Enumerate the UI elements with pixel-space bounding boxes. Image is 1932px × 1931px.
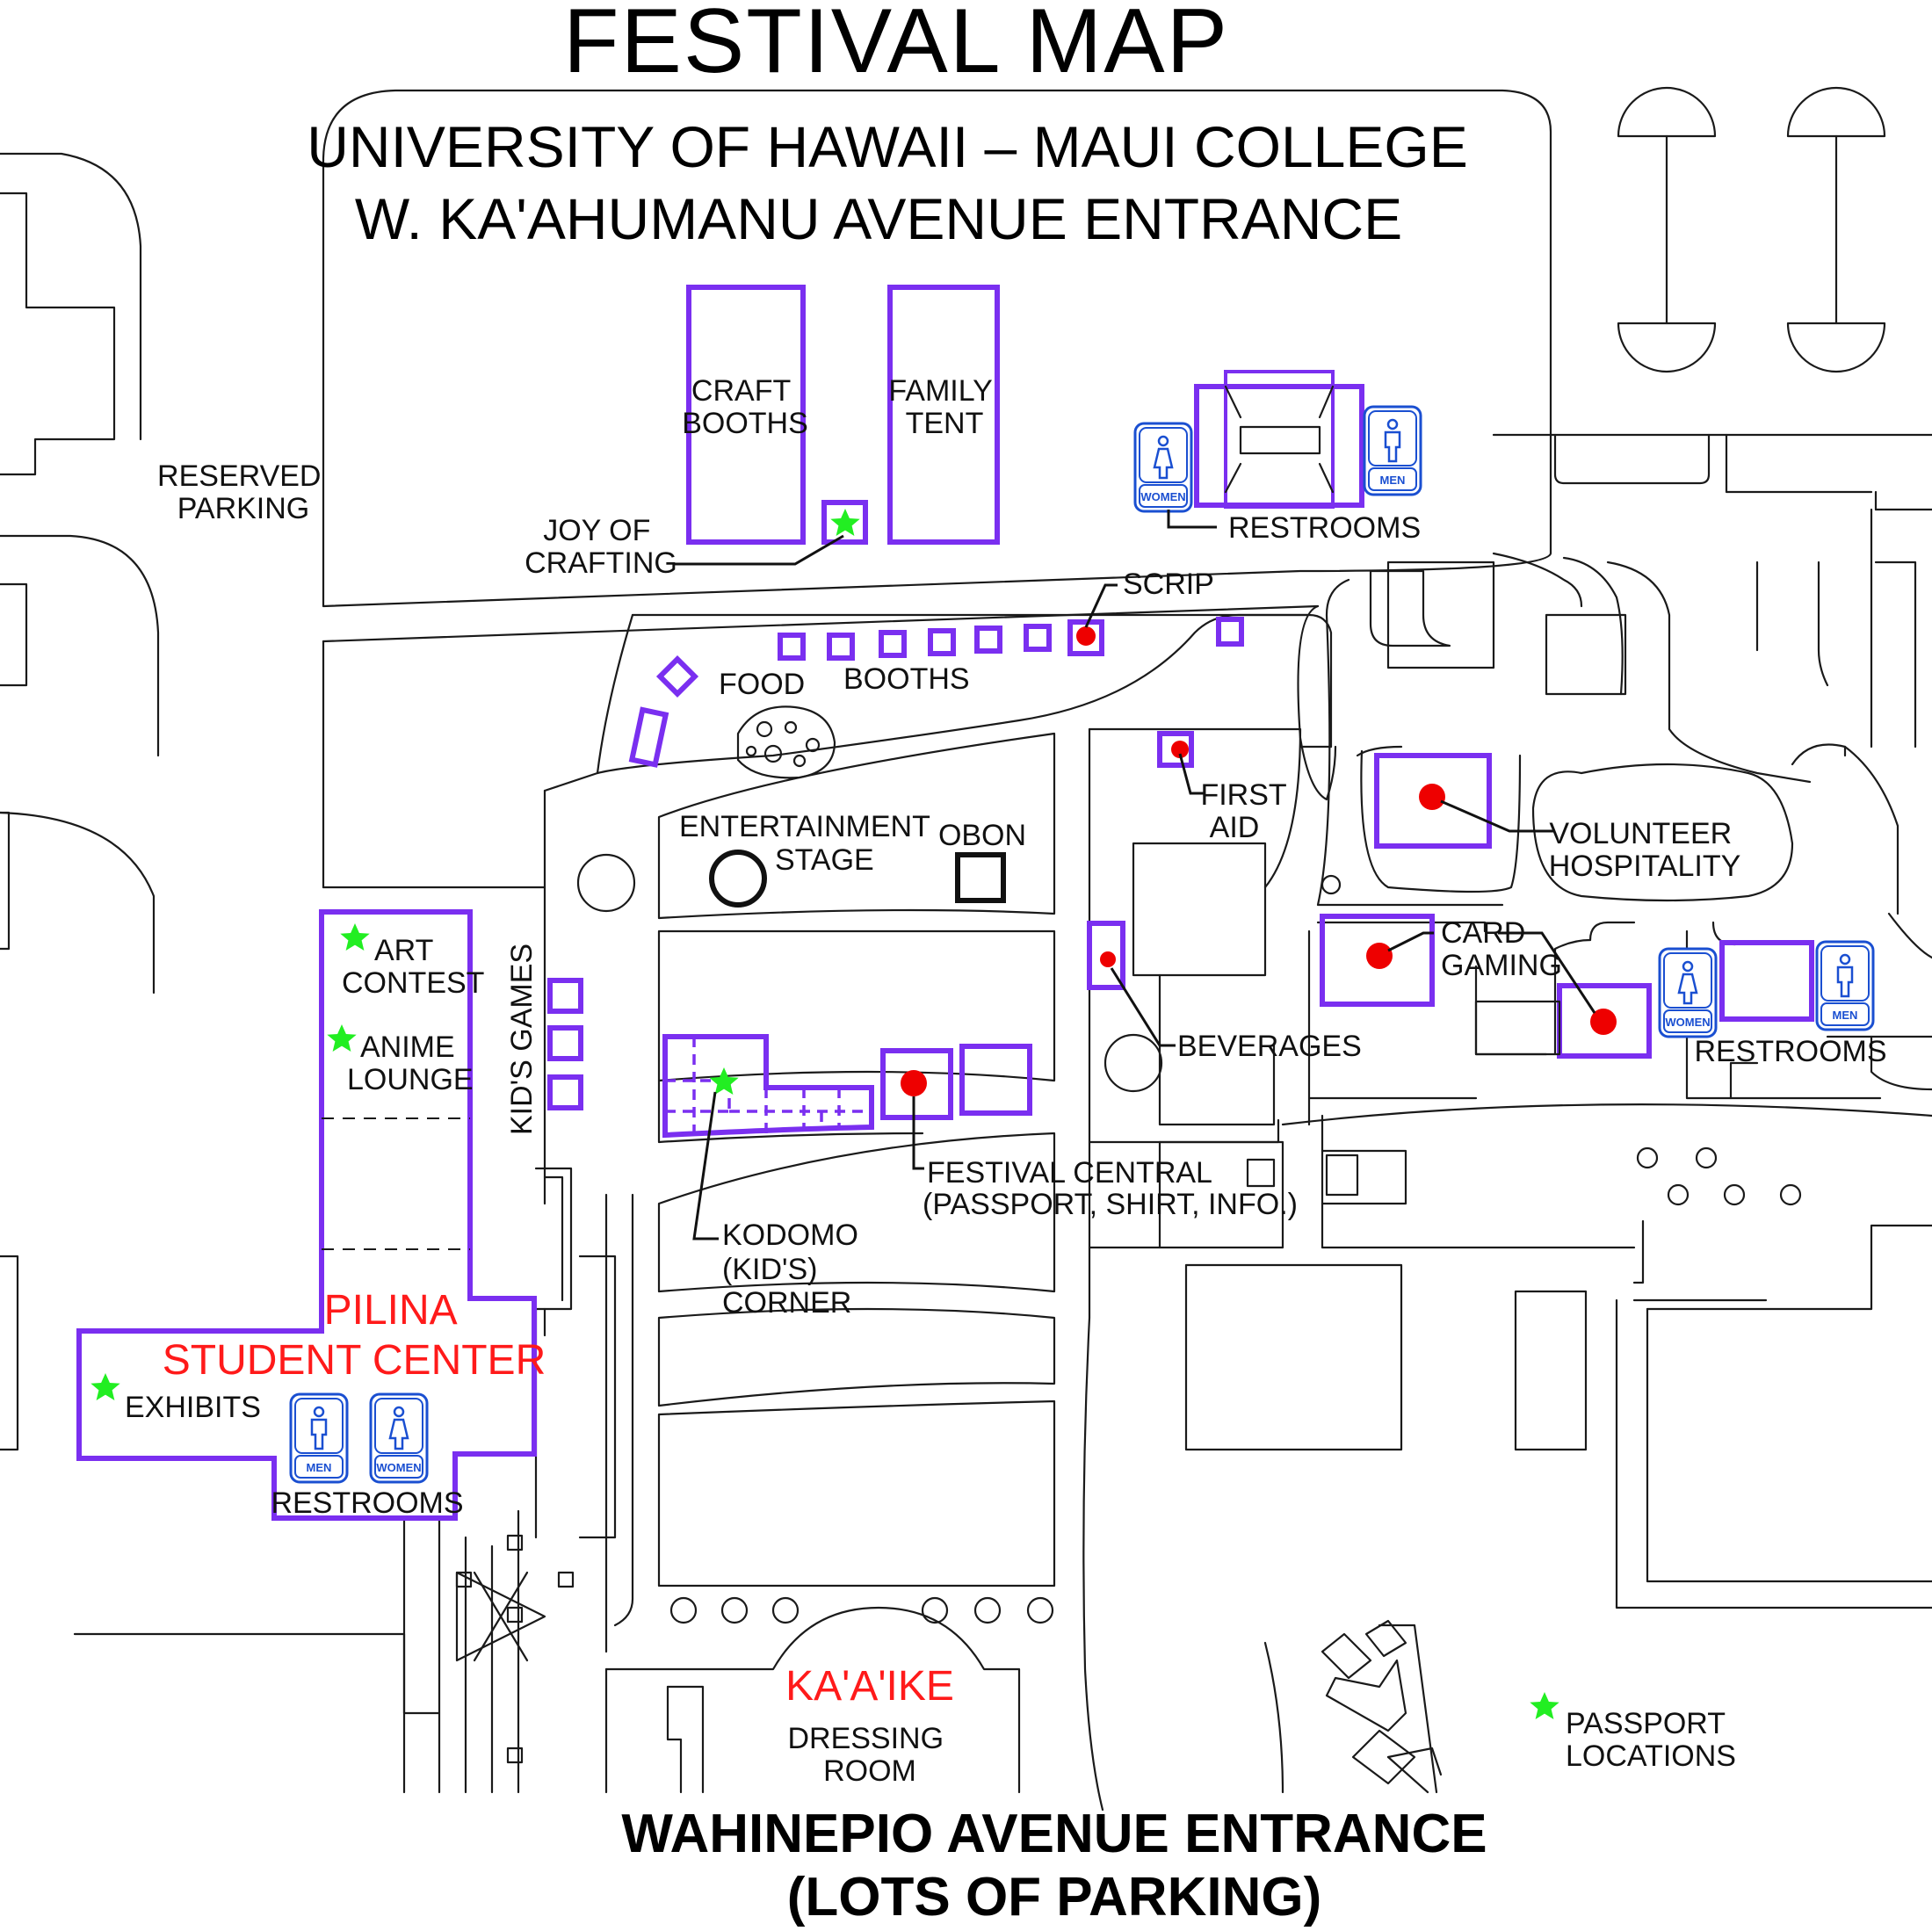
svg-text:WOMEN: WOMEN [1140,490,1185,503]
women-restroom-sign-left: WOMEN [369,1392,429,1484]
volunteer-hospitality-area[interactable] [1374,753,1492,849]
food-court-planter [736,705,836,779]
passport-locations-legend-label: PASSPORT LOCATIONS [1566,1707,1736,1773]
passport-star-joy-of-crafting [830,509,860,536]
entertainment-stage-icon[interactable] [709,850,767,908]
pilina-student-center-label: PILINA STUDENT CENTER [163,1287,546,1384]
beverages-label: BEVERAGES [1177,1030,1362,1063]
kodomo-kids-corner[interactable] [662,1034,874,1139]
kaaike-label: KA'A'IKE [785,1663,954,1710]
family-tent-area[interactable] [887,285,1000,545]
women-restroom-sign-top: WOMEN [1133,422,1193,513]
food-booth-2[interactable] [827,633,855,661]
food-booth-3[interactable] [879,630,907,658]
card-gaming-area-1[interactable] [1320,914,1435,1007]
first-aid-label: FIRST AID [1200,778,1294,844]
craft-booths-area[interactable] [686,285,806,545]
kids-games-booth-3[interactable] [547,1074,583,1110]
food-booth-4[interactable] [928,628,956,656]
volunteer-hospitality-label: VOLUNTEER HOSPITALITY [1549,817,1741,883]
pilina-student-center[interactable] [76,909,537,1521]
kids-games-booth-1[interactable] [547,978,583,1014]
scrip-booth[interactable] [1067,619,1104,656]
entertainment-stage-label: ENTERTAINMENT STAGE [679,810,938,877]
card-gaming-marker-2 [1590,1009,1617,1035]
leader-lines [675,510,1596,1240]
food-booth-1[interactable] [778,633,806,661]
passport-legend-star [1530,1692,1559,1719]
restrooms-top-label: RESTROOMS [1228,511,1421,545]
restroom-signs: WOMEN MEN WOMEN MEN MEN WOMEN [289,405,1875,1484]
obon-label: OBON [938,819,1026,852]
exhibits-label: EXHIBITS [125,1391,261,1424]
campus-name: UNIVERSITY OF HAWAII – MAUI COLLEGE [307,114,1467,179]
svg-text:MEN: MEN [1380,474,1406,487]
passport-star-kodomo [709,1067,739,1095]
scrip-marker [1076,626,1096,646]
first-aid-marker [1171,741,1189,758]
food-booth-7[interactable] [1216,617,1244,647]
bottom-entrance-parking-note: (LOTS OF PARKING) [787,1867,1321,1927]
family-tent-label: FAMILY TENT [888,374,1000,440]
card-gaming-marker-1 [1366,943,1393,969]
svg-text:WOMEN: WOMEN [1665,1016,1710,1029]
kodomo-label: KODOMO (KID'S) CORNER [722,1219,866,1320]
card-gaming-label: CARD GAMING [1441,916,1562,982]
base-map [0,86,1932,1812]
bottom-entrance-name: WAHINEPIO AVENUE ENTRANCE [621,1804,1487,1864]
joy-of-crafting-label: JOY OF CRAFTING [525,514,677,580]
svg-text:WOMEN: WOMEN [376,1461,421,1474]
festival-central-booth[interactable] [880,1048,953,1120]
festival-central-label: FESTIVAL CENTRAL (PASSPORT, SHIRT, INFO.… [923,1156,1298,1221]
top-entrance-name: W. KA'AHUMANU AVENUE ENTRANCE [355,186,1402,251]
food-booth-diamond[interactable] [655,655,699,698]
reserved-parking-label: RESERVED PARKING [157,459,329,525]
men-restroom-sign-right: MEN [1815,940,1875,1031]
beverages-booth[interactable] [1087,921,1125,990]
kids-games-booth-2[interactable] [547,1025,583,1061]
passport-star-exhibits [90,1373,120,1400]
restrooms-left-label: RESTROOMS [271,1486,463,1520]
food-booth-5[interactable] [974,626,1002,654]
dressing-room-label: DRESSING ROOM [787,1722,952,1788]
passport-star-anime-lounge [327,1024,357,1052]
scrip-label: SCRIP [1123,568,1214,601]
map-title: FESTIVAL MAP [563,0,1229,92]
art-contest-label: ART CONTEST [342,934,484,1000]
svg-text:MEN: MEN [307,1461,332,1474]
food-booth-6[interactable] [1024,624,1052,652]
passport-star-art-contest [340,923,370,951]
women-restroom-sign-right: WOMEN [1658,947,1718,1038]
joy-of-crafting-booth[interactable] [821,500,868,545]
kids-games-label: KID'S GAMES [505,944,539,1135]
svg-text:MEN: MEN [1833,1009,1858,1022]
booths-label: BOOTHS [843,662,970,696]
obon-icon[interactable] [955,852,1006,903]
first-aid-booth[interactable] [1157,731,1194,768]
food-label: FOOD [719,668,805,701]
men-restroom-sign-top: MEN [1363,405,1422,496]
restrooms-top-building[interactable] [1194,384,1364,508]
volunteer-hospitality-marker [1419,784,1445,810]
venue-outlines [76,285,1814,1521]
map-labels: RESERVED PARKING CRAFT BOOTHS FAMILY TEN… [125,374,1887,1788]
festival-central-marker [901,1070,927,1096]
anime-lounge-label: ANIME LOUNGE [347,1031,474,1096]
festival-central-tent[interactable] [959,1044,1032,1116]
restrooms-right-building[interactable] [1719,940,1814,1022]
craft-booths-label: CRAFT BOOTHS [682,374,808,440]
beverages-marker [1100,951,1116,967]
men-restroom-sign-left: MEN [289,1392,349,1484]
restrooms-right-label: RESTROOMS [1694,1035,1886,1068]
food-booth-slanted[interactable] [628,706,669,768]
